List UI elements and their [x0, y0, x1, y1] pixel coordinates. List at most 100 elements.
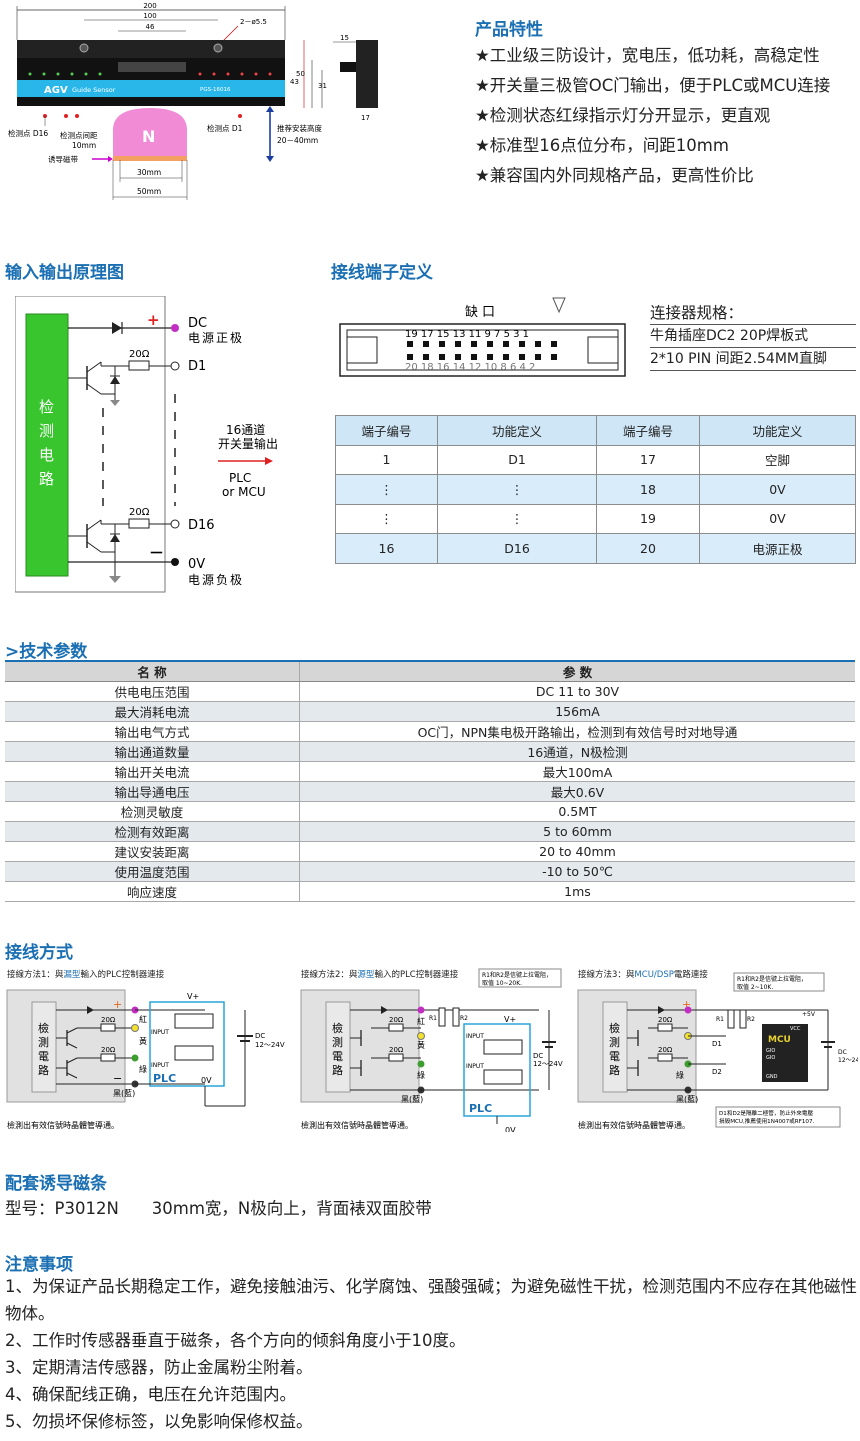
wiring-m3-d1: D1 [712, 1040, 722, 1048]
wiring-m1-hl: 漏型 [63, 970, 81, 980]
connector-spec: 连接器规格： 牛角插座DC2 20P焊板式 2*10 PIN 间距2.54MM直… [650, 302, 856, 371]
connector-drawing: 缺口 19 17 15 13 11 9 7 5 3 1 20 18 16 14 … [335, 292, 635, 382]
wiring-m2-r2: R2 [460, 1015, 468, 1022]
note-item: 3、定期清洁传感器，防止金属粉尘附着。 [5, 1358, 313, 1377]
wiring-m2-res2: 20Ω [389, 1046, 404, 1054]
note-item: 4、确保配线正确，电压在允许范围内。 [5, 1385, 296, 1404]
spec-line-1: 牛角插座DC2 20P焊板式 [650, 325, 856, 348]
wiring-m1-rest: 輸入的PLC控制器連接 [80, 970, 165, 980]
wiring-m1-ov: 0V [201, 1076, 212, 1085]
wiring-m3-label: 接線方法3：與 [578, 970, 635, 980]
wiring-m1-plc: PLC [153, 1072, 176, 1085]
features-list: ★工业级三防设计，宽电压，低功耗，高稳定性 ★开关量三极管OC门输出，便于PLC… [475, 41, 830, 191]
table-cell: 输出开关电流 [5, 761, 300, 782]
dim-50mm: 50mm [137, 187, 161, 196]
wiring-m3-res2: 20Ω [658, 1046, 673, 1054]
wiring-m1-res1: 20Ω [101, 1016, 116, 1024]
dim-46: 46 [146, 23, 155, 31]
wiring-m1-red: 紅 [139, 1014, 147, 1024]
spec-title: 连接器规格： [650, 302, 856, 325]
sensor-brand: AGV [44, 85, 68, 96]
wiring-m3-gnd: GND [766, 1074, 778, 1080]
wiring-m1-title: 接線方法1：與漏型輸入的PLC控制器連接 [7, 968, 164, 980]
dim-100: 100 [143, 12, 156, 20]
io-res1: 20Ω [129, 349, 150, 360]
table-cell: 20 to 40mm [299, 841, 855, 862]
table-cell: 最大100mA [299, 761, 855, 782]
note-item: 1、为保证产品长期稳定工作，避免接触油污、化学腐蚀、强酸强碱；为避免磁性干扰，检… [5, 1277, 857, 1323]
sensor-drawing-svg: 200 100 46 2－ø5.5 AGV Guide Sensor PGS-1… [8, 2, 378, 200]
io-d16: D16 [188, 518, 215, 533]
wiring-m3-gio2: GIO [766, 1055, 775, 1061]
table-cell: 输出通道数量 [5, 741, 300, 762]
header-cell: 端子编号 [596, 415, 700, 446]
wiring-m2-green: 綠 [417, 1070, 425, 1080]
dim-15: 15 [340, 34, 349, 42]
wiring-m2-label: 接線方法2：與 [301, 970, 358, 980]
table-cell: 20 [596, 533, 700, 564]
table-cell: OC门，NPN集电极开路输出，检测到有效信号时对地导通 [299, 721, 855, 742]
connector-top-pins: 19 17 15 13 11 9 7 5 3 1 [405, 329, 529, 340]
header-cell: 功能定义 [699, 415, 856, 446]
table-cell: 1ms [299, 881, 855, 902]
wiring-m3-plus5: +5V [802, 1011, 816, 1018]
wiring-m1-green: 綠 [139, 1064, 147, 1074]
wiring-m2-ov: 0V [505, 1126, 516, 1132]
dim-hole: 2－ø5.5 [240, 18, 267, 26]
wiring-m2-foot: 檢測出有效信號時晶體管導通。 [301, 1120, 413, 1130]
terminal-title: 接线端子定义 [331, 263, 433, 283]
terminal-table-header: 端子编号 功能定义 端子编号 功能定义 [335, 415, 856, 446]
sensor-drawing: 200 100 46 2－ø5.5 AGV Guide Sensor PGS-1… [0, 0, 440, 210]
wiring-m1-input2: INPUT [151, 1062, 169, 1069]
connector-svg: 缺口 19 17 15 13 11 9 7 5 3 1 20 18 16 14 … [339, 297, 626, 377]
io-mcu: or MCU [222, 485, 266, 499]
table-row: 使用温度范围-10 to 50℃ [5, 861, 855, 882]
wiring-m2-black: 黑(藍) [401, 1094, 423, 1104]
notes-title: 注意事项 [5, 1255, 73, 1275]
table-cell: 空脚 [699, 444, 856, 475]
wiring-m3-dc: DC [838, 1049, 847, 1056]
wiring-m2-title: 接線方法2：與源型輸入的PLC控制器連接 [301, 968, 458, 980]
table-cell: 1 [335, 444, 438, 475]
table-cell: ⋮ [437, 503, 597, 534]
feature-item: ★开关量三极管OC门输出，便于PLC或MCU连接 [475, 76, 831, 95]
dim-30mm: 30mm [137, 168, 161, 177]
spec-line-2: 2*10 PIN 间距2.54MM直脚 [650, 348, 856, 371]
wiring-m2-rnote: R1和R2是信號上拉電阻，取值 10~20K. [482, 971, 552, 987]
feature-item: ★检测状态红绿指示灯分开显示，更直观 [475, 106, 771, 125]
params-title: >技术参数 [5, 642, 88, 662]
wiring-m1-dc: DC [255, 1032, 265, 1040]
table-cell: 检测灵敏度 [5, 801, 300, 822]
wiring-m3-title: 接線方法3：與MCU/DSP電路連接 [578, 968, 708, 980]
tape-text: 型号：P3012N 30mm宽，N极向上，背面裱双面胶带 [5, 1199, 432, 1218]
table-cell: 输出电气方式 [5, 721, 300, 742]
wiring-m1-res2: 20Ω [101, 1046, 116, 1054]
wiring-m2-dc: DC [533, 1052, 543, 1060]
wiring-m2-yellow: 黃 [417, 1040, 425, 1050]
header-cell: 端子编号 [335, 415, 438, 446]
wiring-m2-vplus: V+ [504, 1015, 516, 1024]
connector-bottom-pins: 20 18 16 14 12 10 8 6 4 2 [405, 362, 535, 373]
wiring-m3-r1: R1 [716, 1016, 724, 1023]
note-item: 2、工作时传感器垂直于磁条，各个方向的倾斜角度小于10度。 [5, 1331, 466, 1350]
connector-notch: 缺口 [465, 305, 499, 320]
dim-200: 200 [143, 2, 156, 10]
params-header: 名 称 参 数 [5, 662, 855, 682]
table-cell: D16 [437, 533, 597, 564]
sensor-brand-sub: Guide Sensor [72, 86, 116, 94]
wiring-m2-input1: INPUT [466, 1033, 484, 1040]
svg-text:+: + [113, 998, 122, 1011]
io-ov-cn: 电源负极 [188, 573, 244, 587]
wiring-m1-yellow: 黃 [139, 1036, 147, 1046]
svg-text:−: − [113, 1072, 122, 1085]
table-cell: 156mA [299, 701, 855, 722]
wiring-m3-hl: MCU/DSP [634, 970, 674, 980]
table-cell: 16通道，N极检测 [299, 741, 855, 762]
wiring-m2-plc: PLC [469, 1102, 492, 1115]
